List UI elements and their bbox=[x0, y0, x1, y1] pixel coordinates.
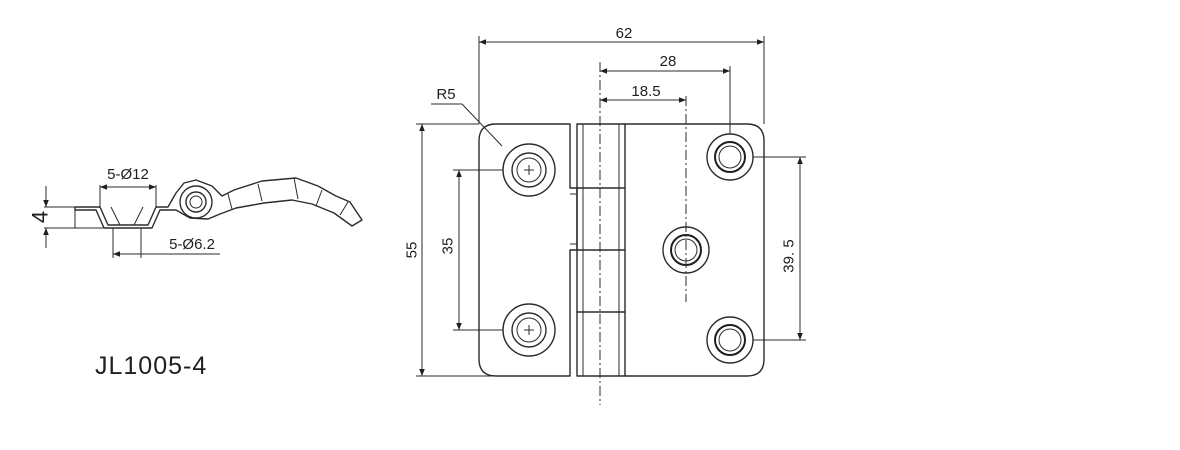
model-number: JL1005-4 bbox=[95, 352, 208, 380]
dim-right-hole-pitch: 39. 5 bbox=[781, 239, 798, 272]
front-view: 62 28 18.5 R5 55 35 39. 5 bbox=[404, 25, 806, 405]
dim-countersink-major: 5-Ø12 bbox=[107, 166, 149, 183]
dim-corner-radius: R5 bbox=[436, 86, 455, 103]
dim-hole-offset-right: 28 bbox=[660, 53, 677, 70]
right-top-hole bbox=[706, 133, 754, 181]
right-leaf bbox=[624, 123, 765, 377]
dim-left-hole-pitch: 35 bbox=[440, 238, 457, 255]
dim-thickness: 4 bbox=[28, 211, 53, 223]
left-bottom-hole bbox=[502, 303, 556, 357]
dim-overall-width: 62 bbox=[616, 25, 633, 42]
left-top-hole bbox=[502, 143, 556, 197]
right-bottom-hole bbox=[706, 316, 754, 364]
side-plate-outline bbox=[74, 177, 363, 229]
side-view: 4 5-Ø12 5-Ø6.2 bbox=[28, 166, 363, 258]
dim-overall-height: 55 bbox=[404, 242, 421, 259]
side-knuckle bbox=[179, 185, 213, 219]
left-leaf bbox=[478, 123, 578, 377]
dim-countersink-minor: 5-Ø6.2 bbox=[169, 236, 215, 253]
dim-center-hole-offset: 18.5 bbox=[631, 83, 660, 100]
